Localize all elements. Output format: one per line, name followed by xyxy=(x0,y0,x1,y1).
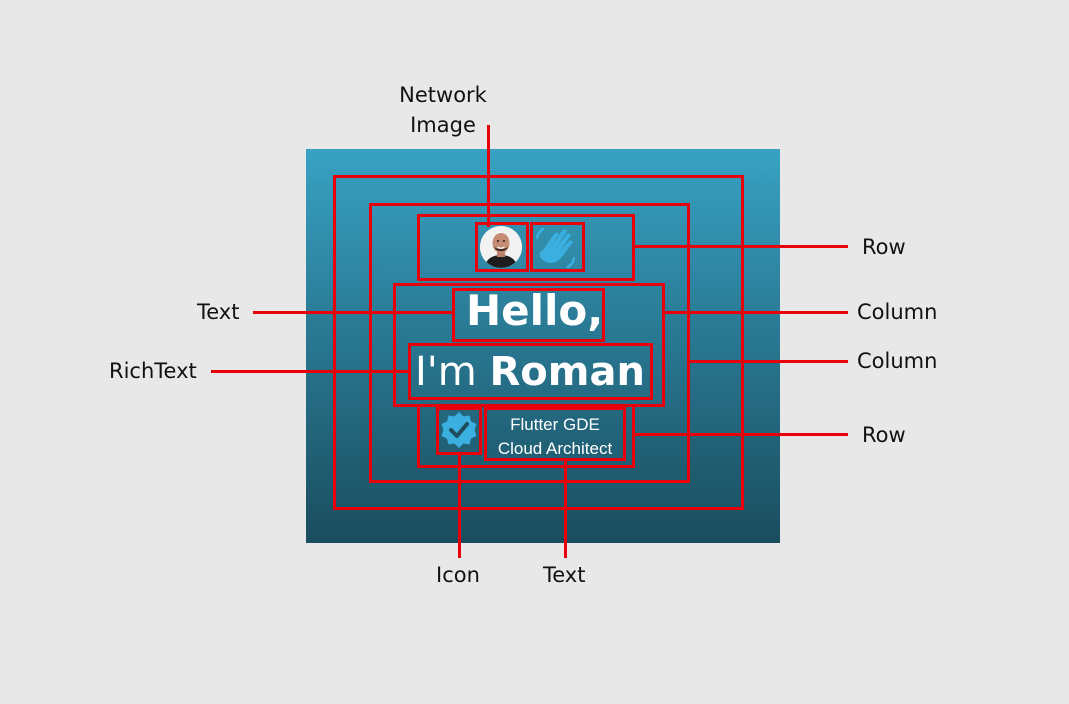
intro-richtext: I'm Roman xyxy=(415,349,645,395)
outer-column-connector xyxy=(688,360,848,363)
network-image-box xyxy=(475,222,529,272)
column-outer-label: Column xyxy=(857,349,938,373)
text-bottom-label: Text xyxy=(543,563,586,587)
intro-name: Roman xyxy=(489,349,645,395)
subtitle-text-box xyxy=(484,407,626,461)
network-image-connector xyxy=(487,125,490,227)
text-left-label: Text xyxy=(197,300,240,324)
row-bottom-label: Row xyxy=(862,423,906,447)
richtext-box xyxy=(408,343,653,400)
network-image-label-line-2: Image xyxy=(410,113,476,138)
subtitle-connector xyxy=(564,460,567,558)
column-inner-label: Column xyxy=(857,300,938,324)
richtext-connector xyxy=(211,370,409,373)
intro-prefix: I'm xyxy=(415,349,490,395)
waving-hand-icon xyxy=(535,227,576,269)
outer-column-box xyxy=(333,175,744,510)
subtitle-line-2: Cloud Architect xyxy=(497,439,613,458)
richtext-label: RichText xyxy=(109,359,197,383)
subtitle-line-1: Flutter GDE xyxy=(510,415,600,434)
network-image-label: Network Image xyxy=(393,80,493,141)
subtitle-text: Flutter GDE Cloud Architect xyxy=(486,413,624,461)
network-image-label-line-1: Network xyxy=(399,83,487,107)
avatar xyxy=(480,226,522,268)
wave-icon-box xyxy=(530,222,585,272)
icon-label: Icon xyxy=(436,563,480,587)
avatar-photo xyxy=(480,226,522,268)
top-row-connector xyxy=(633,245,848,248)
greeting-text-box xyxy=(452,288,605,342)
text-connector xyxy=(253,311,453,314)
row-top-label: Row xyxy=(862,235,906,259)
verified-badge-icon xyxy=(441,412,477,448)
icon-connector xyxy=(458,453,461,558)
bottom-row-box xyxy=(417,404,635,468)
inner-column-box xyxy=(369,203,690,483)
greeting-text: Hello, xyxy=(466,286,604,335)
bottom-row-connector xyxy=(633,433,848,436)
inner-column-connector xyxy=(663,311,848,314)
icon-box xyxy=(436,407,482,455)
